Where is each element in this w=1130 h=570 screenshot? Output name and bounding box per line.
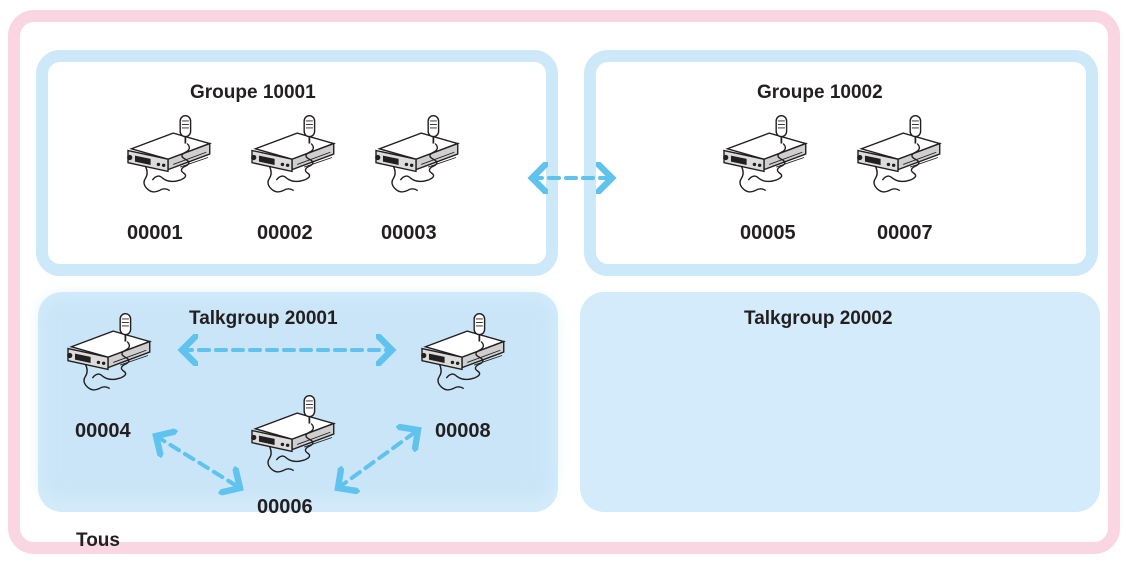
radio-icon-00008 (420, 312, 505, 391)
radio-id-00002: 00002 (257, 222, 313, 244)
radio-id-00007: 00007 (877, 222, 933, 244)
radio-icon-00002 (250, 114, 335, 193)
all-zone-label: Tous (76, 530, 120, 551)
talkgroup-title-20002: Talkgroup 20002 (744, 308, 893, 329)
radio-icon-00007 (856, 114, 941, 193)
group-title-10001: Groupe 10001 (190, 82, 316, 103)
radio-id-00001: 00001 (127, 222, 183, 244)
radio-id-00003: 00003 (381, 222, 437, 244)
group-title-10002: Groupe 10002 (757, 82, 883, 103)
radio-icon-00001 (126, 114, 211, 193)
radio-icon-00006 (250, 394, 335, 473)
radio-id-00008: 00008 (435, 420, 491, 442)
radio-id-00006: 00006 (257, 496, 313, 518)
group-box-10002 (584, 50, 1098, 276)
talkgroup-title-20001: Talkgroup 20001 (189, 308, 338, 329)
radio-id-00005: 00005 (740, 222, 796, 244)
talkgroup-box-20002 (580, 292, 1100, 512)
radio-id-00004: 00004 (75, 420, 131, 442)
radio-icon-00005 (722, 114, 807, 193)
radio-icon-00003 (374, 114, 459, 193)
radio-icon-00004 (66, 312, 151, 391)
